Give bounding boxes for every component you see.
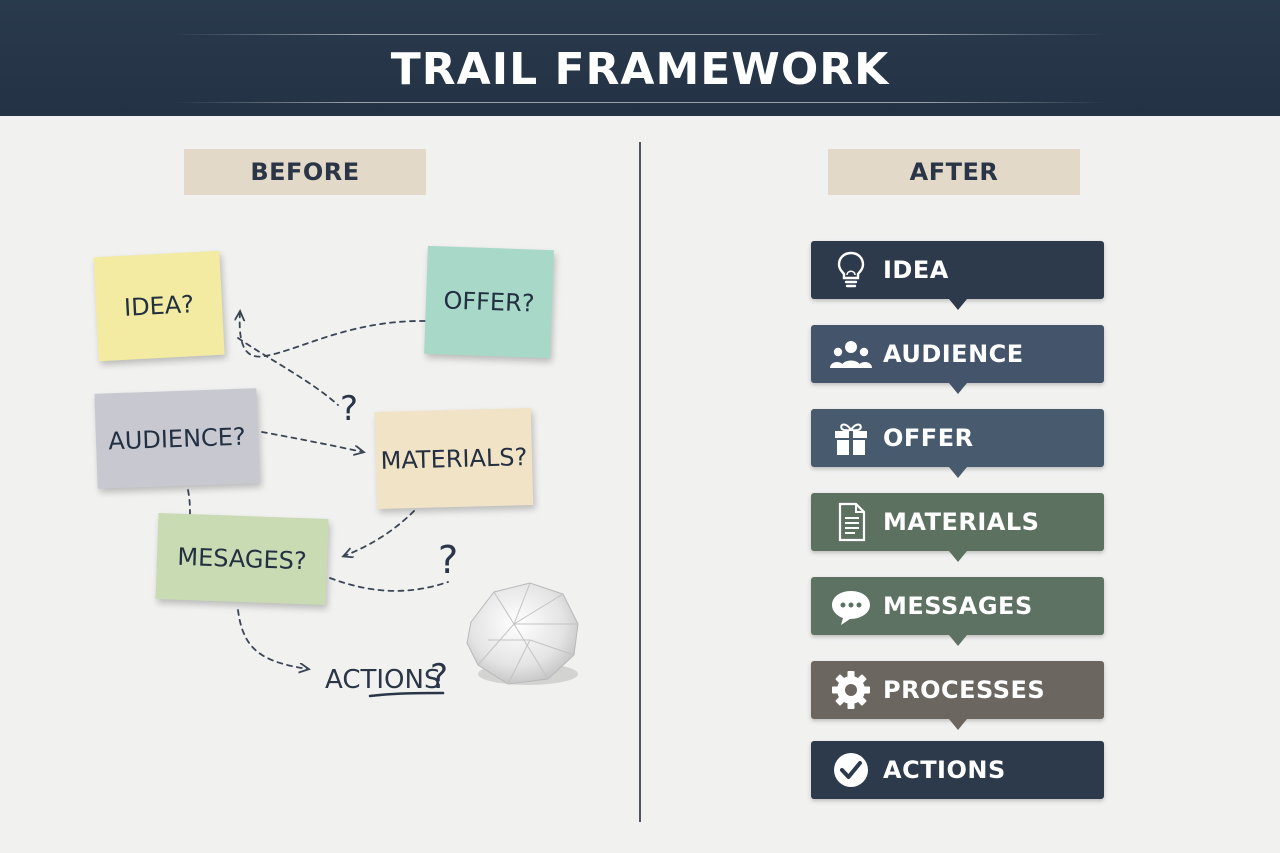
dashed-line-messages-loop [329, 577, 449, 592]
flow-step-audience: AUDIENCE [811, 325, 1104, 394]
flow-step-actions-label: ACTIONS [883, 756, 1006, 784]
actions-underline [368, 691, 445, 698]
dashed-line-idea-down [237, 337, 339, 406]
people-icon [830, 341, 872, 368]
crumpled-paper-ball [466, 582, 579, 685]
sticky-note-audience: AUDIENCE? [94, 388, 260, 489]
flow-connector-arrow [949, 383, 967, 394]
flow-connector-arrow [949, 467, 967, 478]
flow-step-offer-label: OFFER [883, 424, 974, 452]
header-bottom-rule [175, 102, 1105, 103]
sticky-note-messages: MESAGES? [155, 513, 329, 605]
sticky-note-audience-text: AUDIENCE? [107, 422, 247, 455]
gear-icon [832, 671, 870, 709]
chat-bubble-icon [832, 591, 870, 625]
flow-step-materials: MATERIALS [811, 493, 1104, 562]
sticky-note-materials-text: MATERIALS? [380, 442, 528, 475]
flow-step-idea-label: IDEA [883, 256, 949, 284]
flow-connector-arrow [949, 635, 967, 646]
flow-connector-arrow [949, 551, 967, 562]
document-icon [838, 502, 866, 542]
header-top-rule [175, 34, 1105, 35]
question-mark-2: ? [438, 538, 458, 582]
flow-step-materials-label: MATERIALS [883, 508, 1040, 536]
arrow-offer-to-idea [240, 312, 426, 358]
sticky-note-offer-text: OFFER? [442, 286, 535, 318]
actions-text: ACTIONS [325, 665, 440, 695]
flow-step-messages: MESSAGES [811, 577, 1104, 646]
flow-step-messages-label: MESSAGES [883, 592, 1033, 620]
arrow-materials-to-messages [344, 510, 415, 556]
flow-step-audience-label: AUDIENCE [883, 340, 1024, 368]
lightbulb-icon [837, 251, 865, 288]
gift-icon [835, 423, 867, 455]
sticky-note-messages-text: MESAGES? [176, 542, 308, 576]
after-label: AFTER [828, 149, 1080, 195]
arrow-messages-to-actions [237, 609, 308, 669]
flow-connector-arrow [949, 299, 967, 310]
question-mark-1: ? [340, 389, 358, 429]
sticky-note-materials: MATERIALS? [374, 407, 534, 510]
flow-step-processes-label: PROCESSES [883, 676, 1046, 704]
flow-step-processes: PROCESSES [811, 661, 1104, 730]
flow-step-idea: IDEA [811, 241, 1104, 310]
arrow-audience-to-materials [261, 431, 363, 452]
before-label: BEFORE [184, 149, 426, 195]
sticky-note-idea: IDEA? [93, 250, 225, 362]
flow-step-actions: ACTIONS [811, 741, 1104, 799]
sticky-note-offer: OFFER? [424, 245, 554, 359]
page-title: TRAIL FRAMEWORK [390, 44, 890, 95]
flow-step-offer: OFFER [811, 409, 1104, 478]
header-banner: TRAIL FRAMEWORK [0, 0, 1280, 116]
question-mark-3: ? [430, 657, 448, 697]
center-divider [639, 142, 641, 822]
check-circle-icon [834, 753, 868, 787]
flow-connector-arrow [949, 719, 967, 730]
sticky-note-idea-text: IDEA? [123, 290, 195, 322]
